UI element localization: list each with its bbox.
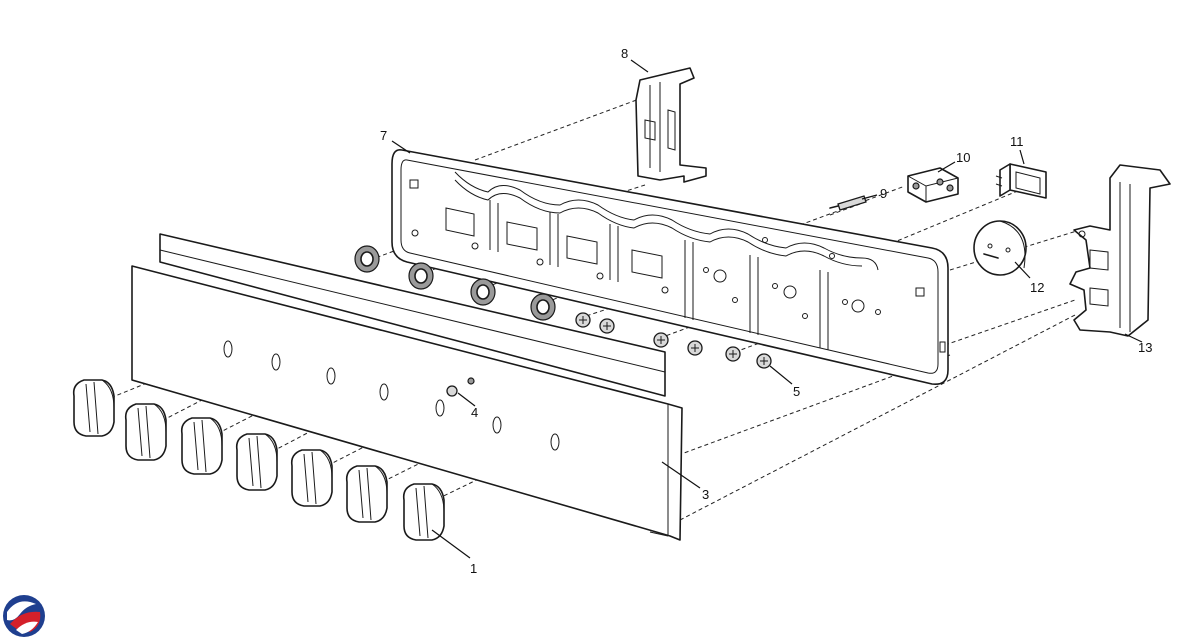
knob: [72, 379, 115, 437]
bezel-ring: [470, 278, 496, 306]
knob: [345, 465, 388, 523]
callout-7: 7: [380, 128, 387, 143]
knob-bezel-rings: [354, 245, 556, 321]
front-fascia-panel: [131, 233, 683, 541]
rocker-switch: [995, 163, 1047, 199]
brand-swirl-icon: [3, 595, 45, 637]
bezel-ring: [408, 262, 434, 290]
screw: [756, 353, 772, 369]
callout-8: 8: [621, 46, 628, 61]
knob: [402, 483, 445, 541]
callout-numbers: 1 3 4 5 7 8 9 10 11 12 13: [380, 46, 1152, 576]
callout-4: 4: [471, 405, 478, 420]
knob: [290, 449, 333, 507]
right-mounting-bracket: [1069, 164, 1171, 337]
small-screw: [446, 377, 475, 397]
screws: [575, 312, 772, 369]
callout-13: 13: [1138, 340, 1152, 355]
timer-knob: [973, 220, 1027, 276]
knob: [180, 417, 223, 475]
rear-control-panel: [391, 148, 949, 386]
callout-11: 11: [1010, 134, 1024, 149]
screw: [599, 318, 615, 334]
knob: [124, 403, 167, 461]
callout-1: 1: [470, 561, 477, 576]
callout-5: 5: [793, 384, 800, 399]
screw: [725, 346, 741, 362]
screw: [575, 312, 591, 328]
control-knobs: [72, 379, 445, 541]
screw: [687, 340, 703, 356]
callout-12: 12: [1030, 280, 1044, 295]
callout-10: 10: [956, 150, 970, 165]
knob: [235, 433, 278, 491]
callout-leaders: [391, 59, 1143, 559]
callout-3: 3: [702, 487, 709, 502]
bezel-ring: [530, 293, 556, 321]
terminal-block: [907, 167, 959, 203]
bezel-ring: [354, 245, 380, 273]
screw: [653, 332, 669, 348]
igniter-pin: [829, 195, 867, 211]
left-mounting-bracket: [635, 67, 707, 183]
callout-9: 9: [880, 186, 887, 201]
